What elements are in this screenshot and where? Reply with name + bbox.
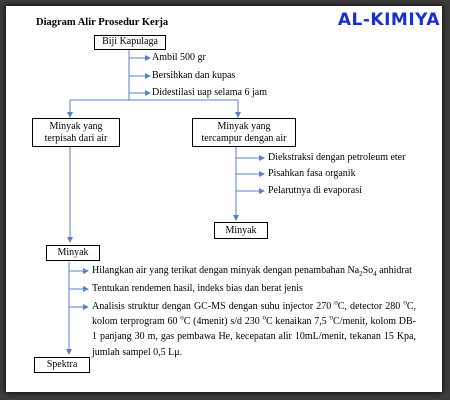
box-left-line1: Minyak yang (49, 121, 103, 132)
diagram-frame (6, 6, 442, 392)
box-left-line2: terpisah dari air (44, 133, 108, 144)
step-right-2: Pisahkan fasa organik (268, 168, 356, 179)
step-top-2: Bersihkan dan kupas (152, 70, 236, 81)
step-top-1: Ambil 500 gr (152, 52, 206, 63)
box-right-end: Minyak (214, 222, 268, 239)
step-right-3: Pelarutnya di evaporasi (268, 185, 362, 196)
step-bottom-2: Tentukan rendemen hasil, indeks bias dan… (92, 283, 303, 294)
box-merge: Minyak (46, 245, 100, 261)
brand-logo: AL-KIMIYA (337, 10, 440, 30)
box-right-line1: Minyak yang (217, 121, 271, 132)
step-bottom-3: Analisis struktur dengan GC-MS dengan su… (92, 298, 417, 358)
box-end: Spektra (34, 357, 90, 373)
box-left-oil: Minyak yang terpisah dari air (32, 118, 120, 147)
step-bottom-1: Hilangkan air yang terikat dengan minyak… (92, 265, 412, 278)
step-top-3: Didestilasi uap selama 6 jam (152, 87, 267, 98)
step-right-1: Diekstraksi dengan petroleum eter (268, 152, 406, 163)
box-start: Biji Kapulaga (94, 35, 166, 50)
diagram-title: Diagram Alir Prosedur Kerja (36, 17, 169, 28)
box-right-oil: Minyak yang tercampur dengan air (192, 118, 296, 147)
box-right-line2: tercampur dengan air (201, 133, 287, 144)
